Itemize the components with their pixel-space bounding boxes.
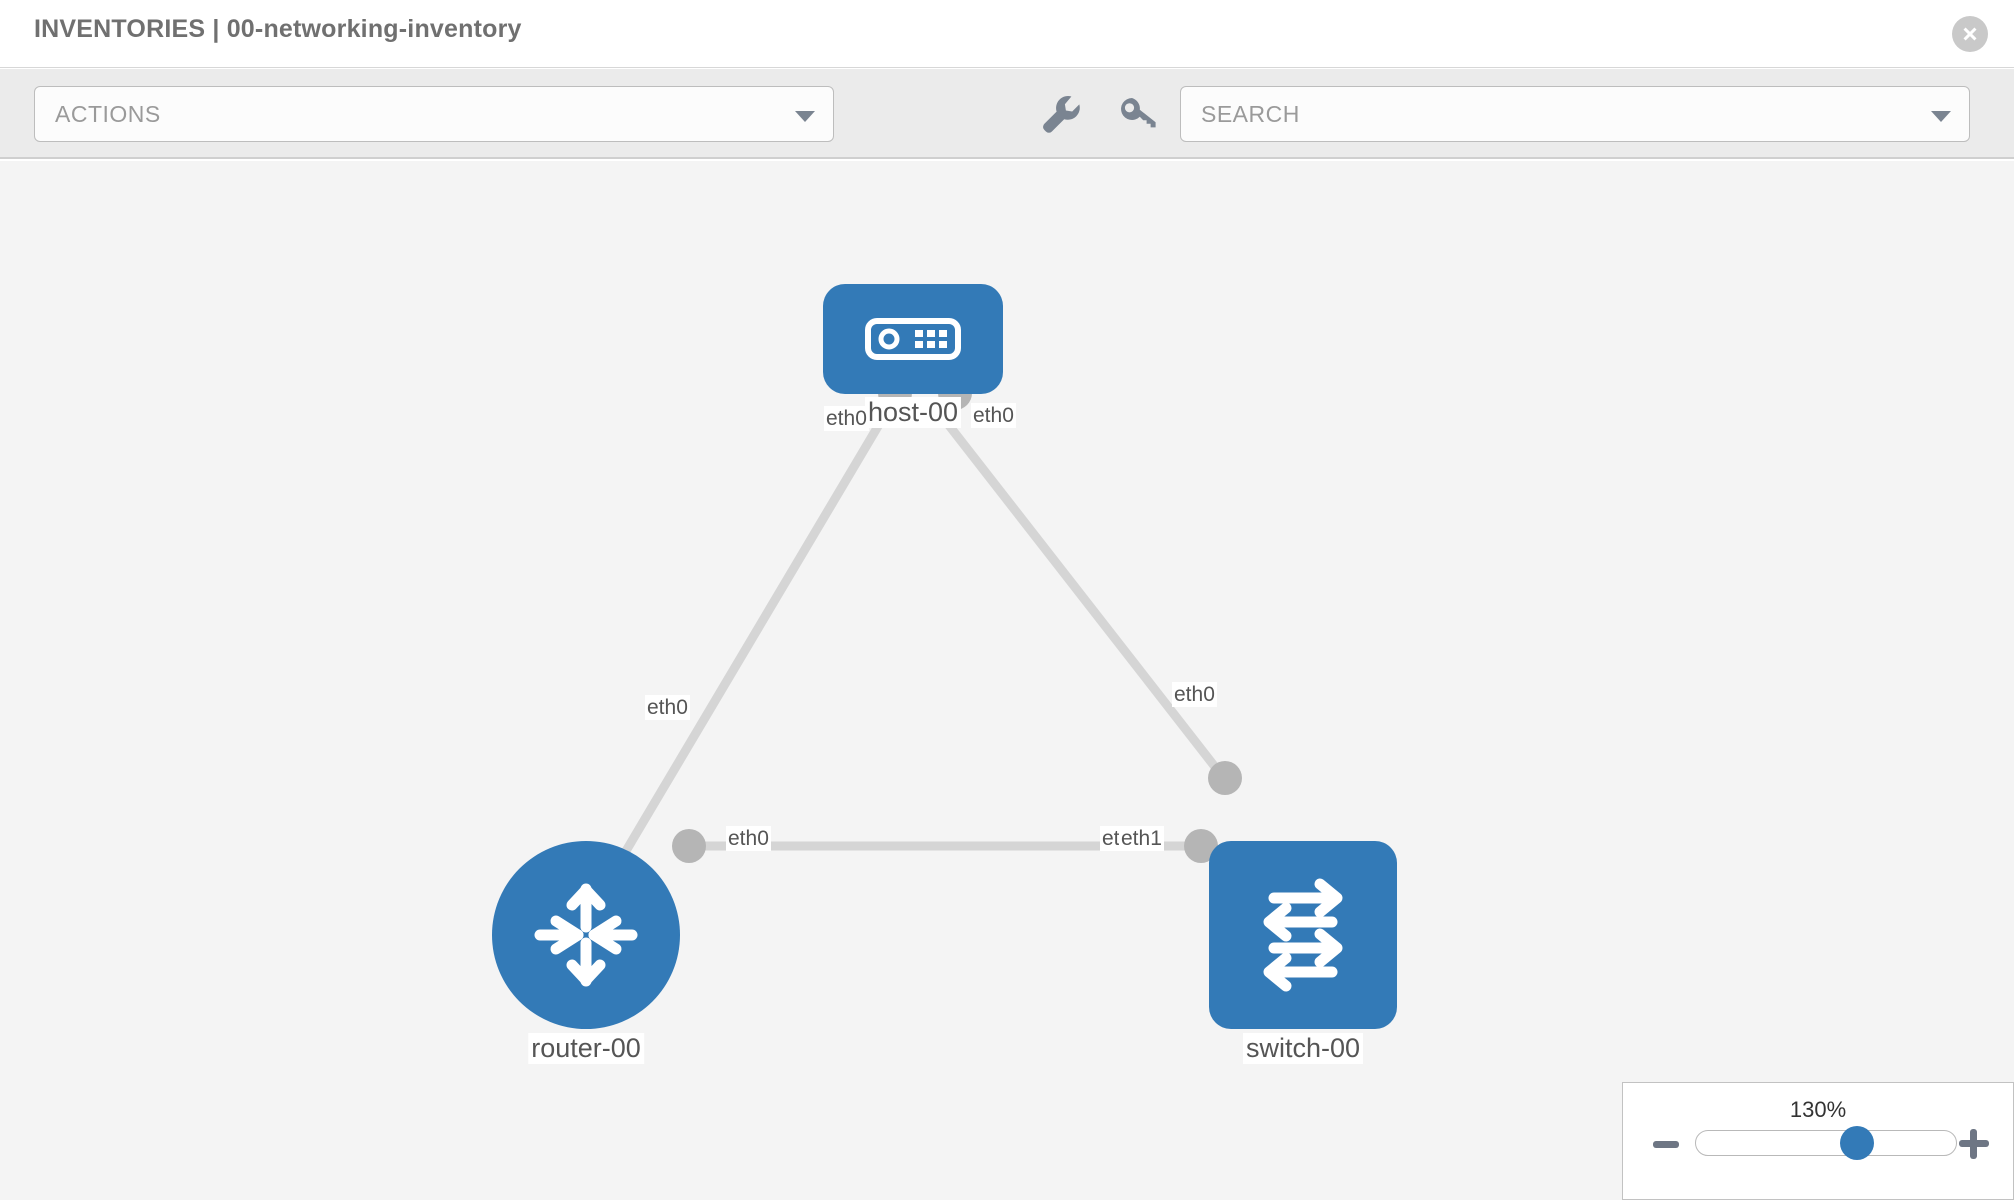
- edge-label-switch00-eth1: eth1: [1119, 826, 1164, 852]
- node-router-00[interactable]: router-00: [492, 841, 680, 1065]
- zoom-control-panel: 130%: [1622, 1082, 2014, 1200]
- search-input[interactable]: SEARCH: [1180, 86, 1970, 142]
- actions-dropdown[interactable]: ACTIONS: [34, 86, 834, 142]
- chevron-down-icon: [795, 111, 815, 122]
- port-router00-eth0[interactable]: [672, 829, 706, 863]
- router-icon: [534, 883, 638, 987]
- key-icon[interactable]: [1113, 89, 1163, 139]
- node-router-00-shape: [492, 841, 680, 1029]
- page-title: INVENTORIES | 00-networking-inventory: [34, 15, 522, 43]
- node-switch-00-label: switch-00: [1242, 1033, 1364, 1065]
- zoom-level-label: 130%: [1789, 1097, 1847, 1122]
- zoom-out-button[interactable]: [1653, 1141, 1679, 1148]
- edge-label-switch00-up: eth0: [1172, 682, 1217, 708]
- zoom-slider-thumb[interactable]: [1840, 1126, 1875, 1160]
- search-chevron-down-icon[interactable]: [1931, 111, 1951, 122]
- edge-label-host00-right: eth0: [971, 403, 1016, 429]
- wrench-icon[interactable]: [1035, 89, 1085, 139]
- edge-label-router00-eth0: eth0: [726, 826, 771, 852]
- port-switch00-eth0[interactable]: [1208, 761, 1242, 795]
- edge-host00-switch00: [926, 398, 1230, 784]
- close-button[interactable]: [1952, 16, 1988, 52]
- actions-dropdown-label: ACTIONS: [55, 101, 161, 127]
- page-header: INVENTORIES | 00-networking-inventory: [0, 0, 2014, 68]
- node-host-00-label: host-00: [864, 397, 962, 429]
- topology-canvas[interactable]: host-00 router-00: [0, 161, 2014, 1200]
- close-icon: [1963, 27, 1977, 41]
- edge-label-router00-up: eth0: [645, 695, 690, 721]
- topology-edges: [616, 398, 1230, 864]
- edge-label-host00-left: eth0: [824, 406, 869, 432]
- node-host-00[interactable]: host-00: [823, 284, 1003, 429]
- zoom-slider-track[interactable]: [1695, 1126, 1957, 1160]
- node-router-00-label: router-00: [528, 1033, 644, 1065]
- edge-host00-router00: [616, 398, 897, 864]
- zoom-in-button[interactable]: [1959, 1129, 1989, 1159]
- node-host-00-shape: [823, 284, 1003, 394]
- switch-icon: [1263, 878, 1343, 992]
- search-placeholder: SEARCH: [1201, 101, 1300, 127]
- node-switch-00[interactable]: switch-00: [1209, 841, 1397, 1065]
- toolbar-icon-group: [1035, 89, 1163, 139]
- toolbar: ACTIONS SEARCH: [0, 69, 2014, 159]
- node-switch-00-shape: [1209, 841, 1397, 1029]
- server-icon: [865, 318, 961, 360]
